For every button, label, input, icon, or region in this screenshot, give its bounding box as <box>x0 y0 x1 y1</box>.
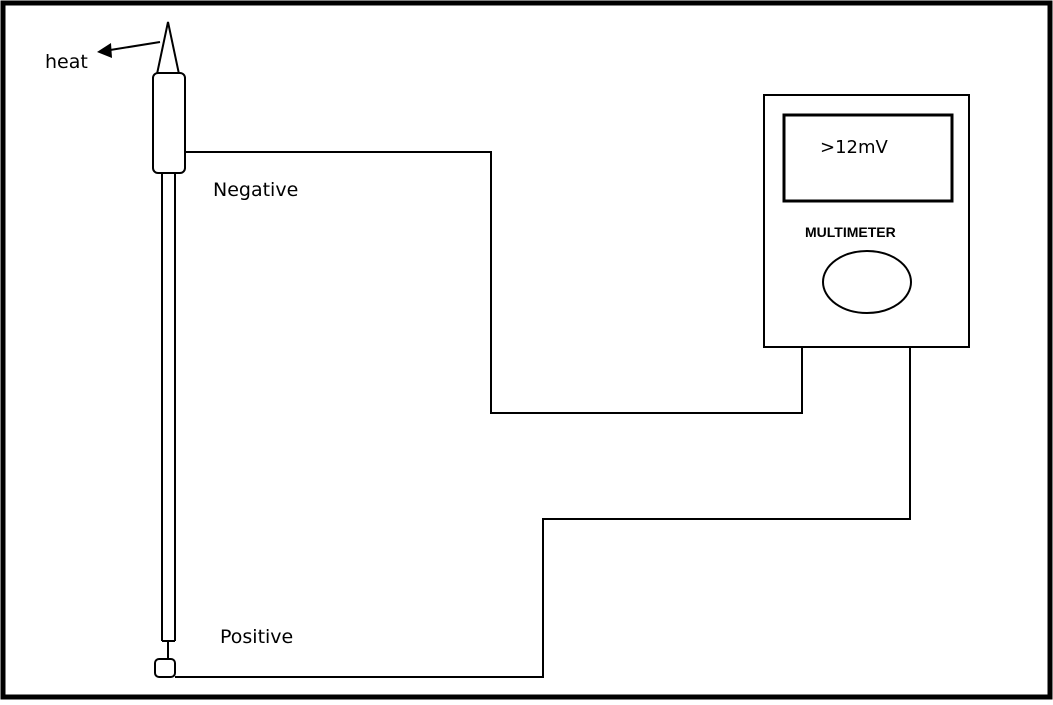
heat-label: heat <box>45 51 88 73</box>
probe-bottom-connector <box>154 658 176 678</box>
multimeter-dial <box>822 250 912 314</box>
negative-label: Negative <box>213 179 298 201</box>
heat-arrow-icon <box>97 41 161 58</box>
multimeter-display <box>782 113 954 203</box>
probe-handle <box>152 72 186 174</box>
positive-wire <box>175 323 911 678</box>
probe-rod <box>161 173 176 660</box>
multimeter-reading: >12mV <box>820 137 889 158</box>
multimeter-label: MULTIMETER <box>805 224 896 240</box>
negative-wire <box>185 151 803 414</box>
positive-label: Positive <box>220 626 293 648</box>
